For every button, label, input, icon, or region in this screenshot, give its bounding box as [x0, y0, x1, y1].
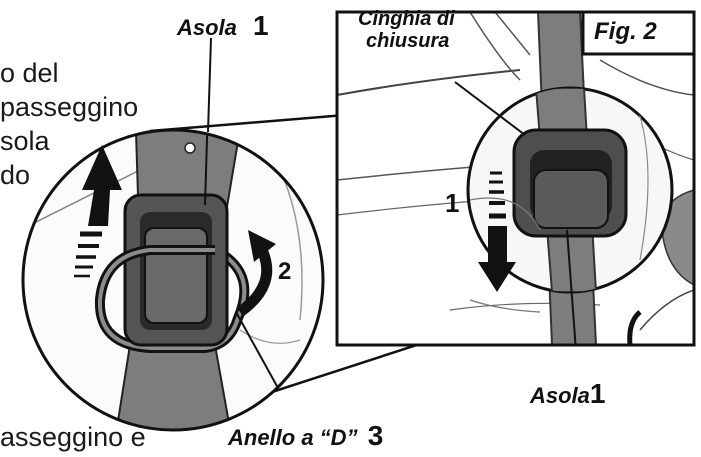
figure-number-label: Fig. 2: [594, 18, 657, 45]
figure-box: [335, 10, 696, 347]
label-asola-bottom: Asola1: [530, 378, 606, 410]
label-cinghia-di-chiusura: Cinghia di chiusura: [358, 8, 455, 52]
label-asola-top: Asola 1: [177, 10, 269, 42]
label-anello-number: 3: [367, 420, 384, 451]
label-asola-bottom-text: Asola: [530, 383, 590, 408]
label-anello-text: Anello a “D”: [228, 425, 358, 450]
label-asola-top-number: 1: [253, 10, 269, 41]
rotate-arrow-icon: [236, 230, 276, 317]
label-asola-top-text: Asola: [177, 15, 237, 40]
instruction-text-line-2: passeggino: [0, 92, 139, 122]
arrow-up-icon: [74, 145, 122, 278]
label-anello-a-d: Anello a “D” 3: [228, 420, 383, 452]
enlarged-detail-circle: [21, 37, 325, 432]
arrow-down-icon: [478, 171, 516, 292]
label-asola-bottom-number: 1: [589, 378, 606, 409]
instruction-text-line-4: do: [0, 160, 31, 190]
label-cinghia-line-1: Cinghia di: [358, 8, 455, 30]
label-cinghia-line-2: chiusura: [366, 30, 450, 52]
instruction-text-line-3: sola: [0, 126, 50, 156]
instruction-text-line-1: o del: [0, 58, 59, 88]
step-1-label: 1: [445, 188, 460, 218]
step-2-label: 2: [278, 258, 292, 285]
instruction-text-bottom: asseggino e: [0, 422, 146, 452]
